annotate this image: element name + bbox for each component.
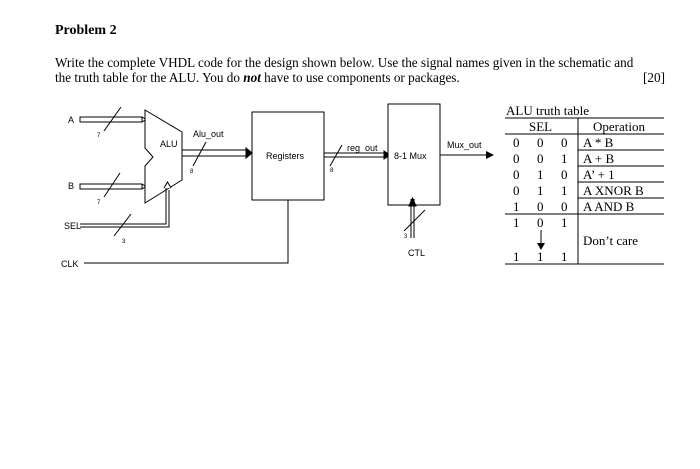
- mux-block: [387, 103, 441, 206]
- width-alu-out: 8: [190, 169, 194, 175]
- alu-truth-table: ALU truth table SEL Operation 0 0 0 A * …: [505, 103, 664, 265]
- bus-reg-out: [324, 144, 391, 167]
- problem-text: Write the complete VHDL code for the des…: [55, 55, 665, 85]
- operation-cell: A’ + 1: [583, 167, 615, 182]
- sel-bit: 1: [537, 183, 544, 198]
- col-sel: SEL: [529, 119, 552, 134]
- problem-text-line-2-end: have to use components or packages.: [260, 70, 460, 85]
- sel-bit: 0: [537, 215, 544, 230]
- bus-ctl: [403, 196, 426, 238]
- truth-table-rows: 0 0 0 A * B 0 0 1 A + B 0 1 0 A’ + 1 0 1…: [513, 135, 644, 264]
- operation-cell: A * B: [583, 135, 614, 150]
- clk-line: [84, 200, 289, 264]
- sel-bit: 0: [537, 199, 544, 214]
- label-alu: ALU: [160, 139, 178, 149]
- points-label: [20]: [643, 70, 665, 85]
- bus-b: [79, 172, 147, 198]
- width-b: 7: [97, 200, 101, 206]
- label-reg-out: reg_out: [347, 143, 378, 153]
- operation-cell: A + B: [583, 151, 615, 166]
- label-mux: 8-1 Mux: [394, 151, 427, 161]
- width-ctl: 3: [404, 234, 408, 240]
- operation-cell: A XNOR B: [583, 183, 644, 198]
- sel-bit: 1: [537, 249, 544, 264]
- sel-bit: 0: [513, 135, 520, 150]
- table-row: 1 0 1: [513, 215, 568, 230]
- table-row: 1 1 1: [513, 249, 568, 264]
- sel-bit: 0: [537, 151, 544, 166]
- width-a: 7: [97, 133, 101, 139]
- alu-block: [144, 109, 183, 204]
- dont-care-label: Don’t care: [583, 233, 638, 248]
- label-a: A: [68, 115, 74, 125]
- bus-a: [79, 106, 147, 132]
- bus-alu-out: [182, 141, 253, 167]
- sel-bit: 1: [513, 199, 520, 214]
- sel-bit: 1: [513, 215, 520, 230]
- width-reg-out: 8: [330, 168, 334, 174]
- bus-sel: [80, 181, 172, 237]
- sel-bit: 0: [561, 135, 568, 150]
- label-clk: CLK: [61, 259, 79, 269]
- sel-bit: 0: [513, 167, 520, 182]
- label-b: B: [68, 181, 74, 191]
- sel-bit: 1: [561, 151, 568, 166]
- sel-bit: 1: [561, 249, 568, 264]
- label-alu-out: Alu_out: [193, 129, 224, 139]
- table-row: 0 1 1 A XNOR B: [513, 183, 644, 198]
- sel-bit: 1: [561, 183, 568, 198]
- sel-bit: 0: [513, 151, 520, 166]
- sel-bit: 0: [561, 167, 568, 182]
- label-registers: Registers: [266, 151, 305, 161]
- problem-text-line-1: Write the complete VHDL code for the des…: [55, 55, 634, 70]
- width-sel: 3: [122, 239, 126, 245]
- table-row: 0 0 0 A * B: [513, 135, 614, 150]
- table-row: 0 1 0 A’ + 1: [513, 167, 615, 182]
- problem-text-line-2-start: the truth table for the ALU. You do: [55, 70, 244, 85]
- sel-bit: 0: [513, 183, 520, 198]
- label-sel: SEL: [64, 221, 81, 231]
- sel-bit: 0: [561, 199, 568, 214]
- sel-bit: 0: [537, 135, 544, 150]
- registers-block: [251, 111, 325, 201]
- table-row: 1 0 0 A AND B: [513, 199, 635, 214]
- sel-bit: 1: [513, 249, 520, 264]
- operation-cell: A AND B: [583, 199, 635, 214]
- down-arrow-icon: [537, 230, 545, 250]
- sel-bit: 1: [561, 215, 568, 230]
- col-operation: Operation: [593, 119, 645, 134]
- sel-bit: 1: [537, 167, 544, 182]
- table-row: 0 0 1 A + B: [513, 151, 615, 166]
- truth-table-caption: ALU truth table: [506, 103, 589, 118]
- emphasis-not: not: [243, 70, 261, 85]
- problem-text-line-2: the truth table for the ALU. You do not …: [55, 70, 665, 85]
- problem-title: Problem 2: [55, 23, 117, 38]
- label-mux-out: Mux_out: [447, 140, 482, 150]
- label-ctl: CTL: [408, 248, 425, 258]
